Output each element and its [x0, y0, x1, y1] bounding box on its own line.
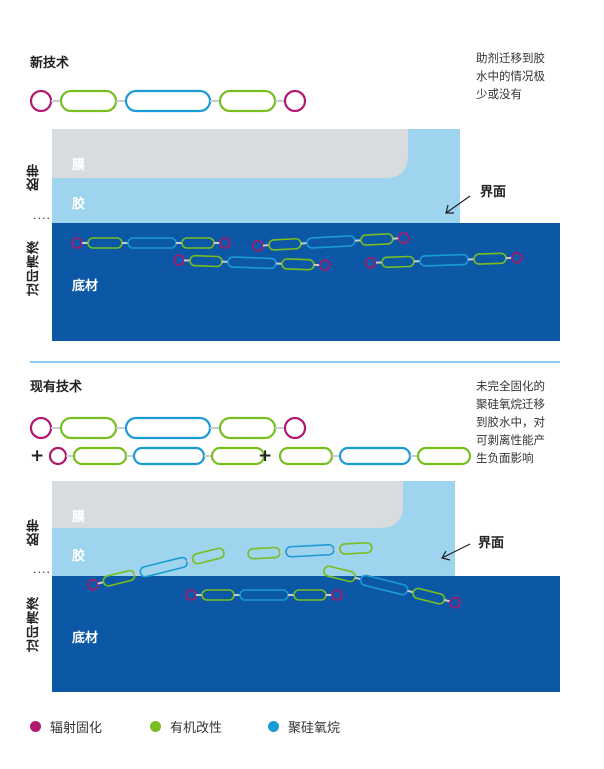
old-tech-note-line: 可剥离性能产: [476, 433, 545, 447]
molecule-chain: [48, 446, 266, 466]
organic-modified-segment: [210, 446, 266, 466]
organic-modified-segment: [59, 89, 118, 113]
molecule-chain: [173, 254, 331, 272]
substrate-label: 底材: [72, 279, 99, 294]
radiation-cure-group: [29, 416, 53, 440]
old-tech-note-line: 生负面影响: [476, 451, 534, 465]
film-label: 膜: [72, 158, 86, 173]
molecule-layer: [29, 89, 523, 609]
organic-modified-segment: [473, 252, 507, 265]
old-tech-note: 未完全固化的 聚硅氧烷迁移 到胶水中，对 可剥离性能产 生负面影响: [476, 377, 545, 467]
old-tech-note-line: 到胶水中，对: [476, 415, 545, 429]
legend-swatch: [268, 721, 279, 732]
legend-label: 聚硅氧烷: [288, 721, 341, 736]
film-label: 膜: [72, 510, 86, 525]
legend-swatch: [150, 721, 161, 732]
new-tech-note-line: 水中的情况极: [476, 69, 545, 83]
siloxane-segment: [124, 416, 212, 440]
chain-bond: [134, 571, 141, 576]
new-tech-title: 新技术: [30, 56, 70, 71]
new-tech-note-line: 少或没有: [476, 87, 522, 101]
interface-label: 界面: [478, 536, 505, 551]
molecule-chain: [87, 547, 225, 591]
legend-item-siloxane: 聚硅氧烷: [268, 717, 340, 736]
organic-modified-segment: [72, 446, 128, 466]
radiation-cure-group: [449, 596, 461, 609]
tape-label: 胶带: [27, 163, 42, 191]
adhesive-corner: [380, 481, 455, 576]
adhesive-curve: [408, 129, 460, 223]
interface-arrow: [441, 543, 471, 561]
organic-modified-segment: [268, 237, 302, 251]
legend-label: 辐射固化: [50, 721, 103, 736]
layer-separator: ····: [33, 212, 51, 225]
interface-arrow: [445, 195, 471, 214]
siloxane-segment: [132, 446, 206, 466]
organic-modified-segment: [416, 446, 472, 466]
chain-bond: [186, 558, 194, 563]
organic-modified-segment: [102, 569, 136, 587]
substrate-layer: [52, 576, 560, 692]
legend-item-radiation: 辐射固化: [30, 717, 102, 736]
radiation-cure-group: [87, 578, 99, 591]
siloxane-segment: [306, 235, 356, 249]
molecule-chain: [185, 589, 343, 601]
organic-modified-segment: [218, 89, 277, 113]
film-layer: [52, 481, 403, 528]
old-tech-title: 现有技术: [30, 380, 83, 395]
radiation-cure-group: [283, 89, 307, 113]
molecule-chain: [365, 251, 523, 269]
layer-separator: ····: [33, 566, 51, 579]
siloxane-segment: [338, 446, 412, 466]
new-tech-layers: [52, 129, 560, 341]
legend-label: 有机改性: [170, 721, 223, 736]
molecule-chain: [247, 541, 373, 560]
molecule-chain: [29, 416, 307, 440]
plus-sign: +: [30, 446, 45, 466]
legend-item-organic: 有机改性: [150, 717, 222, 736]
molecule-chain: [252, 232, 410, 252]
molecule-chain: [71, 237, 231, 249]
interface-label: 界面: [480, 185, 507, 200]
new-tech-note-line: 助剂迁移到胶: [476, 51, 545, 65]
radiation-cure-group: [365, 257, 377, 269]
chain-bond: [97, 581, 104, 585]
legend-swatch: [30, 721, 41, 732]
organic-modified-segment: [281, 258, 315, 271]
wash-label: 过印清漆: [27, 240, 42, 296]
organic-modified-segment: [218, 416, 277, 440]
organic-modified-segment: [339, 541, 373, 555]
substrate-label: 底材: [72, 631, 99, 646]
organic-modified-segment: [278, 446, 334, 466]
radiation-cure-group: [511, 251, 523, 264]
wash-label: 过印清漆: [27, 596, 42, 652]
radiation-cure-group: [397, 232, 410, 244]
chain-bond: [444, 599, 451, 603]
chain-bond: [407, 589, 414, 594]
molecule-chain: [278, 446, 472, 466]
tape-label: 胶带: [27, 518, 42, 546]
radiation-cure-group: [319, 259, 331, 272]
old-tech-note-line: 聚硅氧烷迁移: [476, 397, 545, 411]
adhesive-label: 胶: [72, 549, 86, 564]
radiation-cure-group: [219, 237, 231, 249]
new-tech-note: 助剂迁移到胶 水中的情况极 少或没有: [476, 49, 545, 103]
old-tech-layers: [52, 481, 560, 692]
radiation-cure-group: [48, 446, 68, 466]
adhesive-label: 胶: [72, 197, 86, 212]
siloxane-segment: [124, 89, 212, 113]
radiation-cure-group: [331, 589, 343, 601]
organic-modified-segment: [59, 416, 118, 440]
old-tech-note-line: 未完全固化的: [476, 379, 545, 393]
organic-modified-segment: [191, 547, 225, 565]
film-layer: [52, 129, 408, 178]
molecule-chain: [323, 565, 461, 609]
chain-bond: [354, 576, 362, 581]
radiation-cure-group: [29, 89, 53, 113]
radiation-cure-group: [283, 416, 307, 440]
molecule-chain: [29, 89, 307, 113]
plus-sign: +: [258, 446, 273, 466]
